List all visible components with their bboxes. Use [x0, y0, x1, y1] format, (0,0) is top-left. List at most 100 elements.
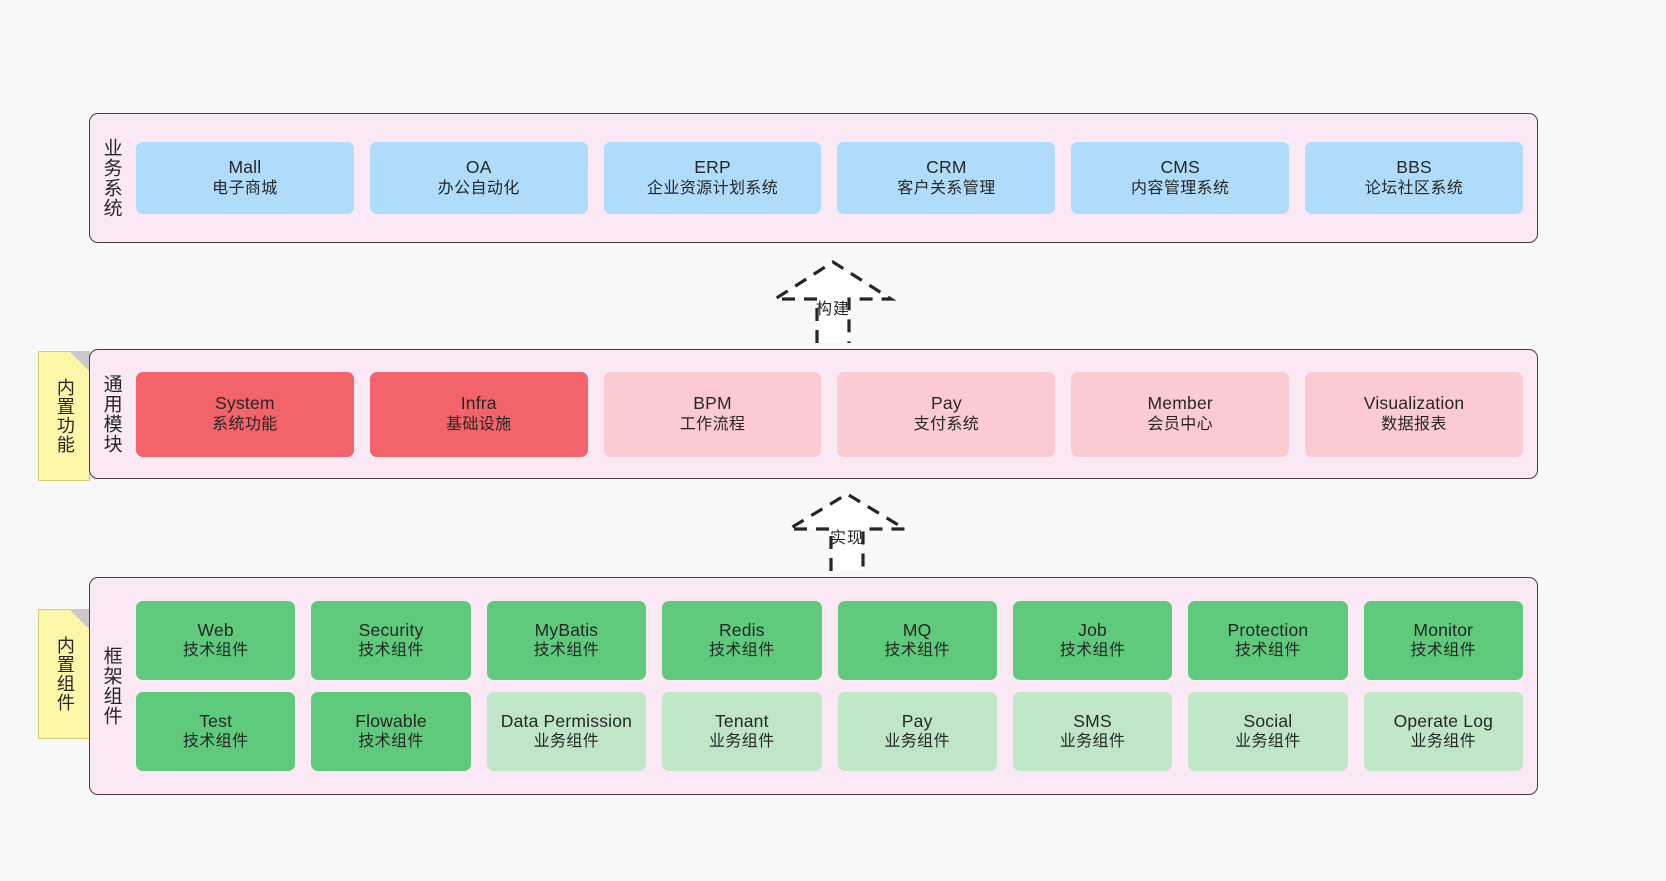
card-title: System: [215, 393, 275, 414]
card-title: MQ: [902, 619, 932, 640]
card-title: Web: [197, 619, 234, 640]
card-title: Visualization: [1363, 393, 1465, 414]
card-bbs[interactable]: BBS 论坛社区系统: [1305, 142, 1523, 214]
card-subtitle: 技术组件: [1410, 642, 1477, 660]
card-title: Operate Log: [1393, 710, 1494, 731]
card-title: Pay: [931, 393, 962, 414]
card-visualization[interactable]: Visualization 数据报表: [1305, 371, 1523, 457]
layer-body-framework: Web 技术组件 Security 技术组件 MyBatis 技术组件 Redi…: [132, 578, 1537, 794]
card-title: CMS: [1160, 157, 1200, 178]
note-builtin-function: 内置功能: [38, 351, 90, 481]
card-subtitle: 技术组件: [884, 642, 950, 660]
card-title: Job: [1078, 619, 1107, 640]
card-title: Member: [1147, 393, 1213, 414]
card-title: Security: [358, 619, 424, 640]
card-system[interactable]: System 系统功能: [136, 371, 354, 457]
card-subtitle: 系统功能: [212, 415, 278, 433]
card-web[interactable]: Web 技术组件: [136, 601, 296, 680]
card-security[interactable]: Security 技术组件: [311, 601, 471, 680]
card-title: Flowable: [355, 710, 427, 731]
card-protection[interactable]: Protection 技术组件: [1188, 601, 1348, 680]
card-title: Tenant: [714, 710, 769, 731]
note-builtin-component: 内置组件: [38, 609, 90, 739]
card-subtitle: 业务组件: [884, 733, 950, 751]
layer-common-modules: 通用模块 System 系统功能 Infra 基础设施 BPM 工作流程 Pay…: [89, 349, 1538, 479]
card-subtitle: 业务组件: [533, 733, 600, 750]
card-mq[interactable]: MQ 技术组件: [837, 601, 997, 680]
card-social[interactable]: Social 业务组件: [1188, 692, 1348, 771]
card-subtitle: 技术组件: [358, 733, 424, 751]
layer-business-systems: 业务系统 Mall 电子商城 OA 办公自动化 ERP 企业资源计划系统 CRM…: [89, 113, 1538, 243]
card-title: Monitor: [1413, 619, 1474, 640]
card-job[interactable]: Job 技术组件: [1012, 601, 1173, 680]
connector-implement-label: 实现: [829, 530, 864, 547]
card-subtitle: 技术组件: [533, 642, 600, 660]
card-crm[interactable]: CRM 客户关系管理: [837, 142, 1056, 214]
card-mall[interactable]: Mall 电子商城: [136, 142, 354, 214]
card-bpm[interactable]: BPM 工作流程: [603, 371, 822, 457]
card-subtitle: 技术组件: [1235, 642, 1301, 660]
card-title: BBS: [1396, 157, 1432, 178]
layer-framework-components: 框架组件 Web 技术组件 Security 技术组件 MyBatis 技术组件…: [89, 577, 1538, 795]
card-pay-component[interactable]: Pay 业务组件: [837, 692, 997, 771]
card-subtitle: 技术组件: [182, 733, 249, 751]
card-subtitle: 支付系统: [913, 415, 980, 433]
card-data-permission[interactable]: Data Permission 业务组件: [486, 692, 647, 771]
card-title: CRM: [926, 157, 967, 178]
card-title: Data Permission: [500, 711, 633, 731]
card-title: BPM: [693, 393, 732, 414]
card-monitor[interactable]: Monitor 技术组件: [1363, 601, 1523, 680]
connector-build-label: 构建: [815, 301, 850, 318]
framework-card-row-1: Web 技术组件 Security 技术组件 MyBatis 技术组件 Redi…: [136, 601, 1523, 680]
card-title: MyBatis: [534, 619, 599, 640]
card-subtitle: 技术组件: [182, 642, 249, 660]
card-subtitle: 客户关系管理: [897, 179, 996, 197]
card-mybatis[interactable]: MyBatis 技术组件: [486, 601, 647, 680]
card-test[interactable]: Test 技术组件: [136, 692, 296, 771]
card-erp[interactable]: ERP 企业资源计划系统: [603, 142, 822, 214]
card-tenant[interactable]: Tenant 业务组件: [662, 692, 822, 771]
layer-title-business: 业务系统: [100, 138, 122, 218]
layer-title-framework: 框架组件: [100, 646, 122, 726]
card-flowable[interactable]: Flowable 技术组件: [311, 692, 471, 771]
card-title: Mall: [228, 157, 262, 178]
card-subtitle: 业务组件: [1410, 733, 1477, 751]
framework-card-row-2: Test 技术组件 Flowable 技术组件 Data Permission …: [136, 692, 1523, 771]
card-subtitle: 办公自动化: [437, 179, 520, 197]
card-subtitle: 基础设施: [445, 415, 512, 433]
card-subtitle: 数据报表: [1381, 415, 1447, 433]
card-operate-log[interactable]: Operate Log 业务组件: [1363, 692, 1523, 771]
card-subtitle: 技术组件: [1059, 642, 1126, 660]
card-sms[interactable]: SMS 业务组件: [1012, 692, 1173, 771]
business-card-row: Mall 电子商城 OA 办公自动化 ERP 企业资源计划系统 CRM 客户关系…: [136, 142, 1523, 214]
card-subtitle: 业务组件: [1235, 733, 1301, 751]
note-label: 内置组件: [54, 636, 75, 712]
card-subtitle: 论坛社区系统: [1364, 179, 1464, 197]
layer-body-business: Mall 电子商城 OA 办公自动化 ERP 企业资源计划系统 CRM 客户关系…: [132, 114, 1537, 242]
card-subtitle: 业务组件: [1059, 733, 1126, 751]
card-infra[interactable]: Infra 基础设施: [369, 371, 588, 457]
connector-build-arrow: 构建: [757, 259, 909, 343]
card-title: SMS: [1073, 710, 1112, 731]
card-redis[interactable]: Redis 技术组件: [662, 601, 822, 680]
card-subtitle: 技术组件: [358, 642, 424, 660]
note-label: 内置功能: [54, 378, 75, 454]
card-subtitle: 内容管理系统: [1131, 179, 1230, 197]
card-title: Social: [1243, 710, 1293, 731]
card-title: Redis: [718, 619, 765, 640]
card-cms[interactable]: CMS 内容管理系统: [1071, 142, 1290, 214]
card-pay-module[interactable]: Pay 支付系统: [837, 371, 1056, 457]
card-subtitle: 工作流程: [679, 415, 746, 433]
card-title: Pay: [901, 710, 933, 731]
card-oa[interactable]: OA 办公自动化: [369, 142, 588, 214]
card-subtitle: 会员中心: [1147, 415, 1214, 433]
card-title: ERP: [694, 157, 731, 178]
card-subtitle: 业务组件: [709, 733, 775, 751]
card-member[interactable]: Member 会员中心: [1071, 371, 1290, 457]
card-title: Infra: [460, 393, 497, 414]
card-title: Protection: [1227, 619, 1309, 640]
card-subtitle: 技术组件: [709, 642, 775, 660]
card-subtitle: 电子商城: [212, 179, 278, 197]
layer-title-modules: 通用模块: [100, 374, 122, 454]
